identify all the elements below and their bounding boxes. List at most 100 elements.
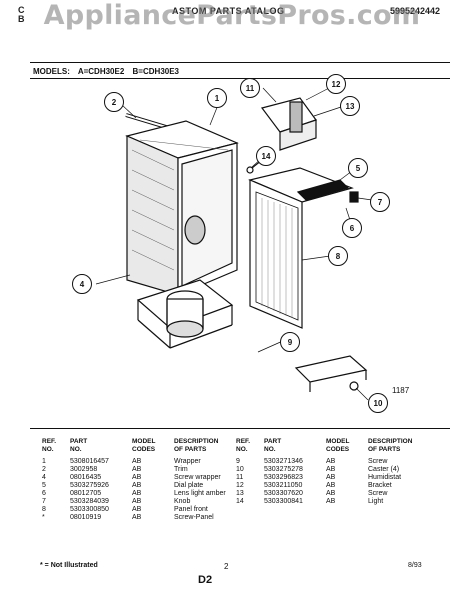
header-description: DESCRIPTION OF PARTS: [368, 438, 413, 453]
header-left-line2: B: [18, 14, 25, 24]
callout-6: 6: [342, 218, 362, 238]
drawing-code: 1187: [392, 386, 410, 395]
table-header-row: REF. NO. PART NO. MODEL CODES DESCRIPTIO…: [42, 438, 230, 458]
description-cell: Dial plate: [174, 482, 204, 489]
watermark: AppliancePartsPros.com: [43, 0, 421, 31]
model-codes-cell: AB: [326, 474, 336, 481]
ref-no-cell: 13: [236, 490, 244, 497]
part-no-cell: 08010919: [70, 514, 102, 521]
model-codes-cell: AB: [132, 514, 142, 521]
ref-no-cell: 2: [42, 466, 46, 473]
ref-no-cell: 6: [42, 490, 46, 497]
part-no-cell: 5303296823: [264, 474, 303, 481]
doc-header-title: ASTOM PARTS ATALOG: [172, 6, 285, 16]
table-row: 5 5303275926 AB Dial plate: [42, 482, 230, 490]
table-header-row: REF. NO. PART NO. MODEL CODES DESCRIPTIO…: [236, 438, 416, 458]
callout-11: 11: [240, 78, 260, 98]
description-cell: Lens light amber: [174, 490, 226, 497]
ref-no-cell: 9: [236, 458, 240, 465]
caster-detail: [294, 355, 368, 392]
ref-no-cell: 11: [236, 474, 244, 481]
description-cell: Wrapper: [174, 458, 201, 465]
model-codes-cell: AB: [132, 474, 142, 481]
model-codes-cell: AB: [326, 458, 336, 465]
compressor: [166, 290, 204, 338]
header-part-no: PART NO.: [70, 438, 88, 453]
ref-no-cell: 7: [42, 498, 46, 505]
header-description: DESCRIPTION OF PARTS: [174, 438, 219, 453]
description-cell: Humidistat: [368, 474, 402, 481]
description-cell: Bracket: [368, 482, 392, 489]
humidistat-assembly: [260, 97, 317, 151]
part-no-cell: 5303271346: [264, 458, 303, 465]
ref-no-cell: *: [42, 514, 45, 521]
description-cell: Screw: [368, 458, 388, 465]
parts-table-left: REF. NO. PART NO. MODEL CODES DESCRIPTIO…: [42, 438, 230, 522]
callout-4: 4: [72, 274, 92, 294]
part-no-cell: 5303284039: [70, 498, 109, 505]
ref-no-cell: 5: [42, 482, 46, 489]
callout-7: 7: [370, 192, 390, 212]
doc-header-catalog-number: 5995242442: [390, 6, 441, 16]
model-codes-cell: AB: [326, 466, 336, 473]
callout-9: 9: [280, 332, 300, 352]
wrapper-cabinet: [125, 120, 239, 296]
description-cell: Caster (4): [368, 466, 400, 473]
table-row: 7 5303284039 AB Knob: [42, 498, 230, 506]
header-model-codes: MODEL CODES: [326, 438, 350, 453]
model-codes-cell: AB: [326, 498, 336, 505]
models-rule: [30, 78, 450, 79]
description-cell: Trim: [174, 466, 188, 473]
callout-10: 10: [368, 393, 388, 413]
header-ref-no: REF. NO.: [236, 438, 251, 453]
ref-no-cell: 14: [236, 498, 244, 505]
part-no-cell: 5303300850: [70, 506, 109, 513]
part-no-cell: 5303307620: [264, 490, 303, 497]
model-codes-cell: AB: [132, 466, 142, 473]
description-cell: Screw: [368, 490, 388, 497]
callout-8: 8: [328, 246, 348, 266]
description-cell: Panel front: [174, 506, 208, 513]
ref-no-cell: 12: [236, 482, 244, 489]
callout-2: 2: [104, 92, 124, 112]
model-codes-cell: AB: [132, 490, 142, 497]
header-ref-no: REF. NO.: [42, 438, 57, 453]
top-rule: [30, 62, 450, 63]
header-model-codes: MODEL CODES: [132, 438, 156, 453]
model-codes-cell: AB: [132, 458, 142, 465]
part-no-cell: 5303211050: [264, 482, 303, 489]
part-no-cell: 5303275926: [70, 482, 109, 489]
model-a: A=CDH30E2: [77, 67, 125, 76]
model-codes-cell: AB: [132, 498, 142, 505]
callout-14: 14: [256, 146, 276, 166]
front-panel: [248, 167, 354, 329]
header-left-line1: C: [18, 5, 25, 15]
description-cell: Screw-Panel: [174, 514, 214, 521]
model-codes-cell: AB: [132, 482, 142, 489]
page-number: 2: [224, 562, 229, 571]
model-codes-cell: AB: [132, 506, 142, 513]
description-cell: Light: [368, 498, 384, 505]
part-no-cell: 5303275278: [264, 466, 303, 473]
dial-plate: [296, 179, 350, 201]
model-codes-cell: AB: [326, 482, 336, 489]
exploded-parts-diagram: [95, 85, 373, 400]
callout-13: 13: [340, 96, 360, 116]
section-code: D2: [198, 574, 213, 586]
table-row: 12 5303211050 AB Bracket: [236, 482, 416, 490]
models-line: MODELS: A=CDH30E2 B=CDH30E3: [33, 67, 185, 76]
model-codes-cell: AB: [326, 490, 336, 497]
table-row: 9 5303271346 AB Screw: [236, 458, 416, 466]
description-cell: Knob: [174, 498, 191, 505]
not-illustrated-note: * = Not Illustrated: [40, 562, 98, 569]
knob: [349, 191, 359, 203]
models-label: MODELS:: [33, 67, 70, 76]
callout-5: 5: [348, 158, 368, 178]
